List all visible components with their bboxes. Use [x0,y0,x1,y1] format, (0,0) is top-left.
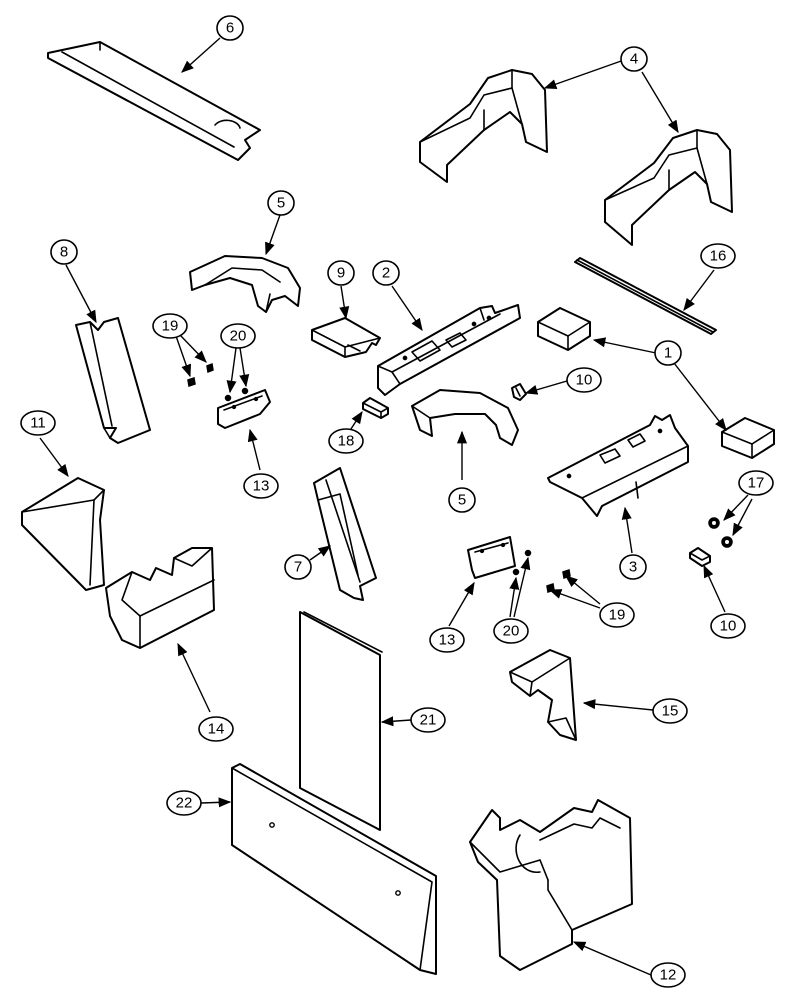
callout-12: 12 [650,962,686,988]
svg-text:20: 20 [230,328,247,345]
part-4-block-upper [419,69,548,183]
callout-8: 8 [50,239,78,265]
callout-4: 4 [620,46,648,72]
svg-text:4: 4 [630,51,638,68]
svg-text:5: 5 [458,492,466,509]
svg-text:15: 15 [662,703,679,720]
part-13-plate-left [217,389,271,429]
svg-text:6: 6 [226,20,234,37]
part-19-screws-left [187,362,214,387]
svg-text:20: 20 [503,623,520,640]
svg-text:2: 2 [382,265,390,282]
part-17-nuts [708,517,733,548]
leader-lines [39,37,753,976]
callout-20-left: 20 [220,323,256,349]
callout-10-upper: 10 [566,367,602,393]
callout-18: 18 [328,428,364,454]
part-18-block [362,397,389,419]
svg-text:13: 13 [439,632,456,649]
part-3-panel [547,414,689,517]
svg-text:21: 21 [420,712,437,729]
part-11-wedge [21,477,105,591]
part-8-bracket [75,317,151,444]
svg-text:16: 16 [710,248,727,265]
part-13-plate-right [467,536,516,579]
part-1-pad-lower [721,417,775,459]
callout-10-lower: 10 [710,613,746,639]
svg-text:18: 18 [338,433,355,450]
part-2-panel [377,304,521,396]
callout-14: 14 [198,716,234,742]
callout-3: 3 [619,554,647,580]
callout-22: 22 [166,790,202,816]
part-5-shield-upper [189,255,301,313]
svg-text:13: 13 [253,478,270,495]
part-10-block-lower [689,547,711,567]
part-1-pad-upper [537,307,591,351]
part-20-rivets-left [224,387,249,402]
svg-text:5: 5 [277,195,285,212]
callout-1: 1 [654,340,682,366]
svg-text:12: 12 [660,967,677,984]
callout-6: 6 [216,15,244,41]
part-9-plate [311,317,381,358]
callout-21: 21 [410,707,446,733]
callout-13-right: 13 [429,627,465,653]
callout-16: 16 [700,243,736,269]
svg-text:17: 17 [748,475,765,492]
callout-7: 7 [284,554,312,580]
callout-9: 9 [327,260,355,286]
svg-text:8: 8 [60,244,68,261]
callout-17: 17 [738,470,774,496]
svg-text:19: 19 [609,607,626,624]
part-16-bar [574,257,717,335]
part-14-block [105,547,215,649]
callout-11: 11 [20,410,56,436]
svg-text:3: 3 [629,559,637,576]
svg-text:10: 10 [720,618,737,635]
part-4-block-lower [604,129,733,246]
callout-19-left: 19 [152,313,188,339]
svg-text:11: 11 [30,415,46,432]
part-15-block [509,649,577,741]
svg-text:14: 14 [208,721,225,738]
svg-text:22: 22 [176,795,193,812]
callout-2: 2 [372,260,400,286]
callout-19-right: 19 [599,602,635,628]
part-6-strip [47,41,261,161]
callout-15: 15 [652,698,688,724]
callout-13-left: 13 [243,473,279,499]
part-20-rivets-right [512,549,532,576]
svg-text:9: 9 [337,265,345,282]
svg-text:10: 10 [576,372,593,389]
part-22-board [231,763,437,975]
svg-text:7: 7 [294,559,302,576]
svg-text:1: 1 [664,345,672,362]
part-7-channel [313,467,377,601]
callout-5-upper: 5 [267,190,295,216]
part-21-board [299,611,383,831]
part-19-screws-right [546,569,571,593]
part-5-shield-middle [411,389,519,446]
callout-20-right: 20 [493,618,529,644]
callout-5-middle: 5 [448,487,476,513]
part-10-clip-upper [511,383,527,401]
part-12-block [469,799,633,971]
svg-text:19: 19 [162,318,179,335]
